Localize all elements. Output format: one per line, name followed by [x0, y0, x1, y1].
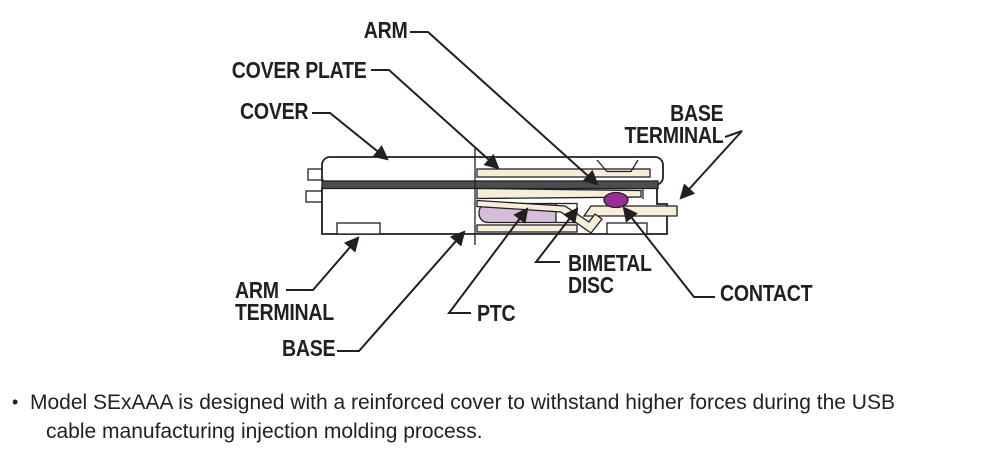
cover-notch-lines [596, 159, 639, 173]
device-body [305, 148, 678, 245]
label-arm-terminal: ARM TERMINAL [235, 277, 334, 325]
left-tab-lower-shape [305, 190, 324, 203]
base-inner-strip-shape [476, 224, 578, 233]
label-arm: ARM [363, 17, 407, 43]
ptc-leader-line [447, 207, 529, 314]
label-contact: CONTACT [720, 280, 813, 306]
cover-leader-line [312, 112, 389, 161]
label-base: BASE [282, 335, 336, 361]
label-cover-plate: COVER PLATE [232, 57, 367, 83]
arm-terminal-leader-line [286, 236, 360, 291]
note-line-2: cable manufacturing injection molding pr… [46, 420, 483, 443]
cover-plate-strip-shape [476, 168, 651, 178]
bimetal-disc-leader-line [533, 207, 579, 263]
left-tab-upper-shape [307, 168, 324, 181]
contact-shape [603, 191, 629, 209]
label-ptc: PTC [477, 300, 516, 326]
note-lines: Model SExAAA is designed with a reinforc… [30, 388, 895, 446]
base-leader-line [337, 230, 466, 352]
base-terminal-leader-line [679, 130, 743, 200]
label-cover: COVER [239, 98, 309, 124]
note-text: • Model SExAAA is designed with a reinfo… [12, 388, 997, 446]
arm-leader-line [410, 31, 599, 186]
label-base-terminal: BASE TERMINAL [624, 100, 723, 148]
arm-strip-shape [476, 187, 642, 200]
base-terminal-strip-shape [582, 205, 678, 217]
cover-plate-band-shape [321, 180, 659, 190]
label-bimetal-disc: BIMETAL DISC [568, 250, 652, 298]
bullet-point: • [12, 392, 19, 412]
leader-lines [286, 31, 743, 352]
contact-leader-line [622, 206, 715, 298]
right-bottom-notch-shape [606, 222, 648, 235]
arm-terminal-shape [336, 222, 381, 235]
cover-plate-leader-line [371, 69, 500, 170]
note-line-1: Model SExAAA is designed with a reinforc… [30, 391, 895, 414]
